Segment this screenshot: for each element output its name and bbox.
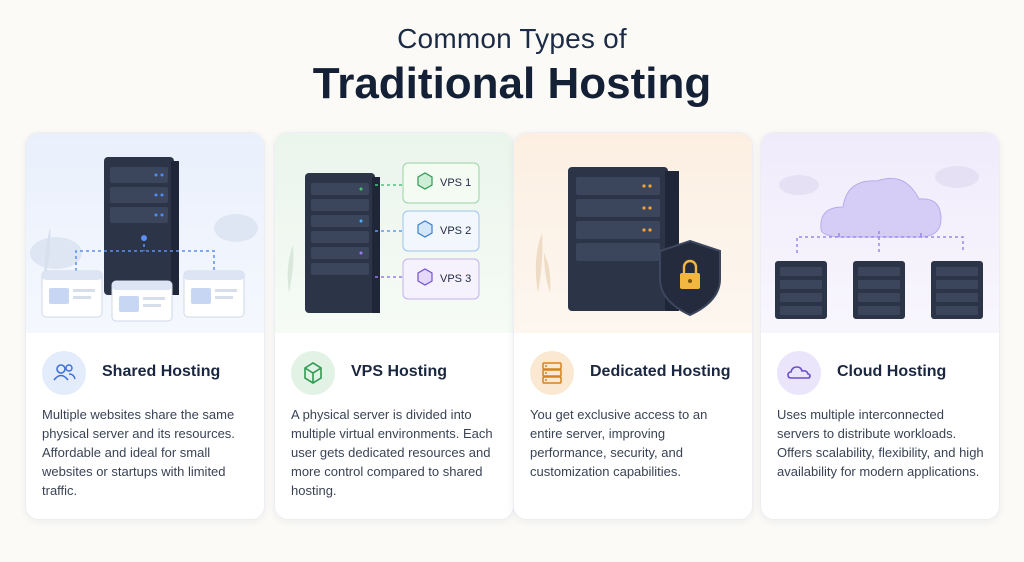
card-header: Shared Hosting <box>42 351 252 395</box>
vps-2-label: VPS 2 <box>440 225 472 237</box>
card-cloud-hosting: Cloud Hosting Uses multiple interconnect… <box>760 132 1000 520</box>
card-body: Cloud Hosting Uses multiple interconnect… <box>761 333 999 519</box>
card-header: Cloud Hosting <box>777 351 987 395</box>
page-header: Common Types of Traditional Hosting <box>0 22 1024 110</box>
card-title: Shared Hosting <box>102 363 221 380</box>
dedicated-hosting-illustration <box>514 133 752 333</box>
card-description: Uses multiple interconnected servers to … <box>777 407 984 479</box>
card-description: Multiple websites share the same physica… <box>42 407 235 498</box>
vps-hosting-illustration: VPS 1 VPS 2 VPS 3 <box>275 133 513 333</box>
page-title: Traditional Hosting <box>312 59 712 108</box>
users-icon <box>42 351 86 395</box>
card-description: You get exclusive access to an entire se… <box>530 407 708 479</box>
page-subtitle: Common Types of <box>397 23 627 54</box>
vps-3-label: VPS 3 <box>440 273 472 285</box>
cloud-icon <box>777 351 821 395</box>
card-header: VPS Hosting <box>291 351 501 395</box>
card-body: Dedicated Hosting You get exclusive acce… <box>514 333 752 519</box>
card-dedicated-hosting: Dedicated Hosting You get exclusive acce… <box>513 132 753 520</box>
card-title: VPS Hosting <box>351 363 448 380</box>
card-shared-hosting: Shared Hosting Multiple websites share t… <box>25 132 265 520</box>
cloud-hosting-illustration <box>761 133 999 333</box>
card-body: Shared Hosting Multiple websites share t… <box>26 333 264 519</box>
card-header: Dedicated Hosting <box>530 351 740 395</box>
card-description: A physical server is divided into multip… <box>291 407 493 498</box>
card-title: Cloud Hosting <box>837 363 947 380</box>
card-body: VPS Hosting A physical server is divided… <box>275 333 513 519</box>
card-vps-hosting: VPS 1 VPS 2 VPS 3 VPS Hosting A physical… <box>274 132 514 520</box>
shared-hosting-illustration <box>26 133 264 333</box>
vps-1-label: VPS 1 <box>440 177 472 189</box>
server-icon <box>530 351 574 395</box>
cube-icon <box>291 351 335 395</box>
card-title: Dedicated Hosting <box>590 363 731 380</box>
